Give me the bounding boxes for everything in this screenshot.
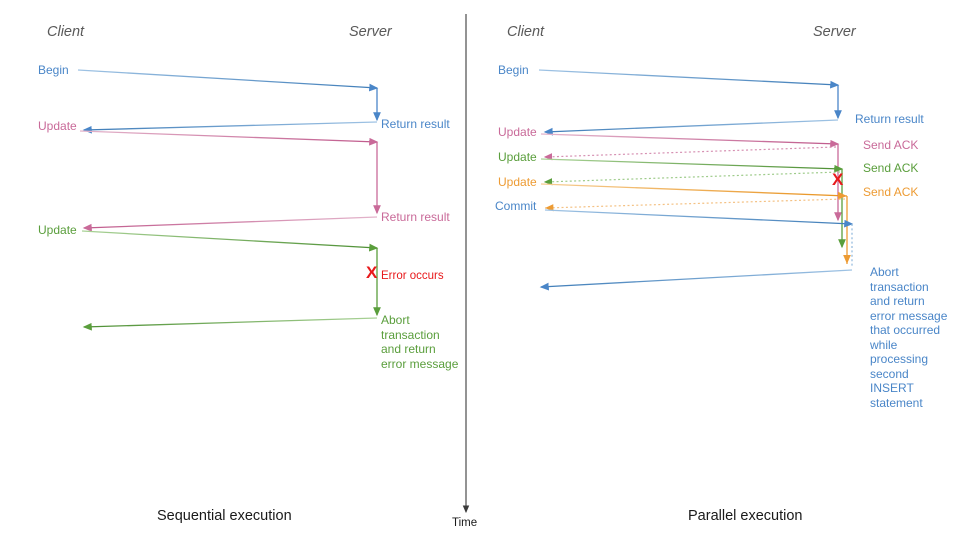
time-axis-label: Time <box>452 517 478 529</box>
right-msg-commit: Commit <box>495 199 537 213</box>
left-actor-server: Server <box>349 24 392 40</box>
left-error-x-icon: X <box>366 263 378 282</box>
arrow-commit-request <box>544 209 854 228</box>
right-msg-send-ack-2: Send ACK <box>863 161 919 175</box>
arrow-begin-request-r <box>538 69 840 89</box>
arrow-update-green-request-r <box>540 158 844 173</box>
right-msg-abort-block: Abort transaction and return error messa… <box>870 265 948 410</box>
left-msg-begin: Begin <box>38 63 69 77</box>
left-msg-return-result-2: Return result <box>381 210 450 224</box>
arrow-return-result-pink <box>82 216 378 232</box>
left-msg-abort-block: Abort transaction and return error messa… <box>381 313 459 371</box>
left-actor-client: Client <box>47 24 85 40</box>
right-msg-update-1: Update <box>498 125 537 139</box>
left-msg-update-2: Update <box>38 223 77 237</box>
arrow-ack-orange <box>544 198 846 212</box>
right-msg-update-2: Update <box>498 150 537 164</box>
right-msg-update-3: Update <box>498 175 537 189</box>
right-msg-return-result: Return result <box>855 112 924 126</box>
right-actor-client: Client <box>507 24 545 40</box>
arrow-update-pink-request-r <box>540 133 840 148</box>
left-sequence-arrows <box>77 69 381 331</box>
arrow-ack-green <box>543 171 841 186</box>
right-sequence-arrows <box>538 69 854 291</box>
left-panel-caption: Sequential execution <box>157 508 292 524</box>
arrow-update-green-request <box>81 230 379 252</box>
arrow-abort-green <box>82 317 378 331</box>
arrow-update-pink-request <box>79 130 379 146</box>
left-msg-update-1: Update <box>38 119 77 133</box>
right-actor-server: Server <box>813 24 856 40</box>
arrow-return-result-blue <box>82 121 378 134</box>
arrow-abort-blue-r <box>539 269 853 291</box>
right-panel-caption: Parallel execution <box>688 508 803 524</box>
arrow-ack-pink <box>543 146 837 161</box>
arrow-update-orange-request-r <box>540 183 848 200</box>
right-msg-send-ack-1: Send ACK <box>863 138 919 152</box>
left-msg-return-result-1: Return result <box>381 117 450 131</box>
left-error-text: Error occurs <box>381 270 444 282</box>
right-msg-begin: Begin <box>498 63 529 77</box>
right-msg-send-ack-3: Send ACK <box>863 185 919 199</box>
right-error-x-icon: X <box>832 170 844 189</box>
arrow-begin-request <box>77 69 379 92</box>
arrow-return-result-blue-r <box>543 119 839 136</box>
